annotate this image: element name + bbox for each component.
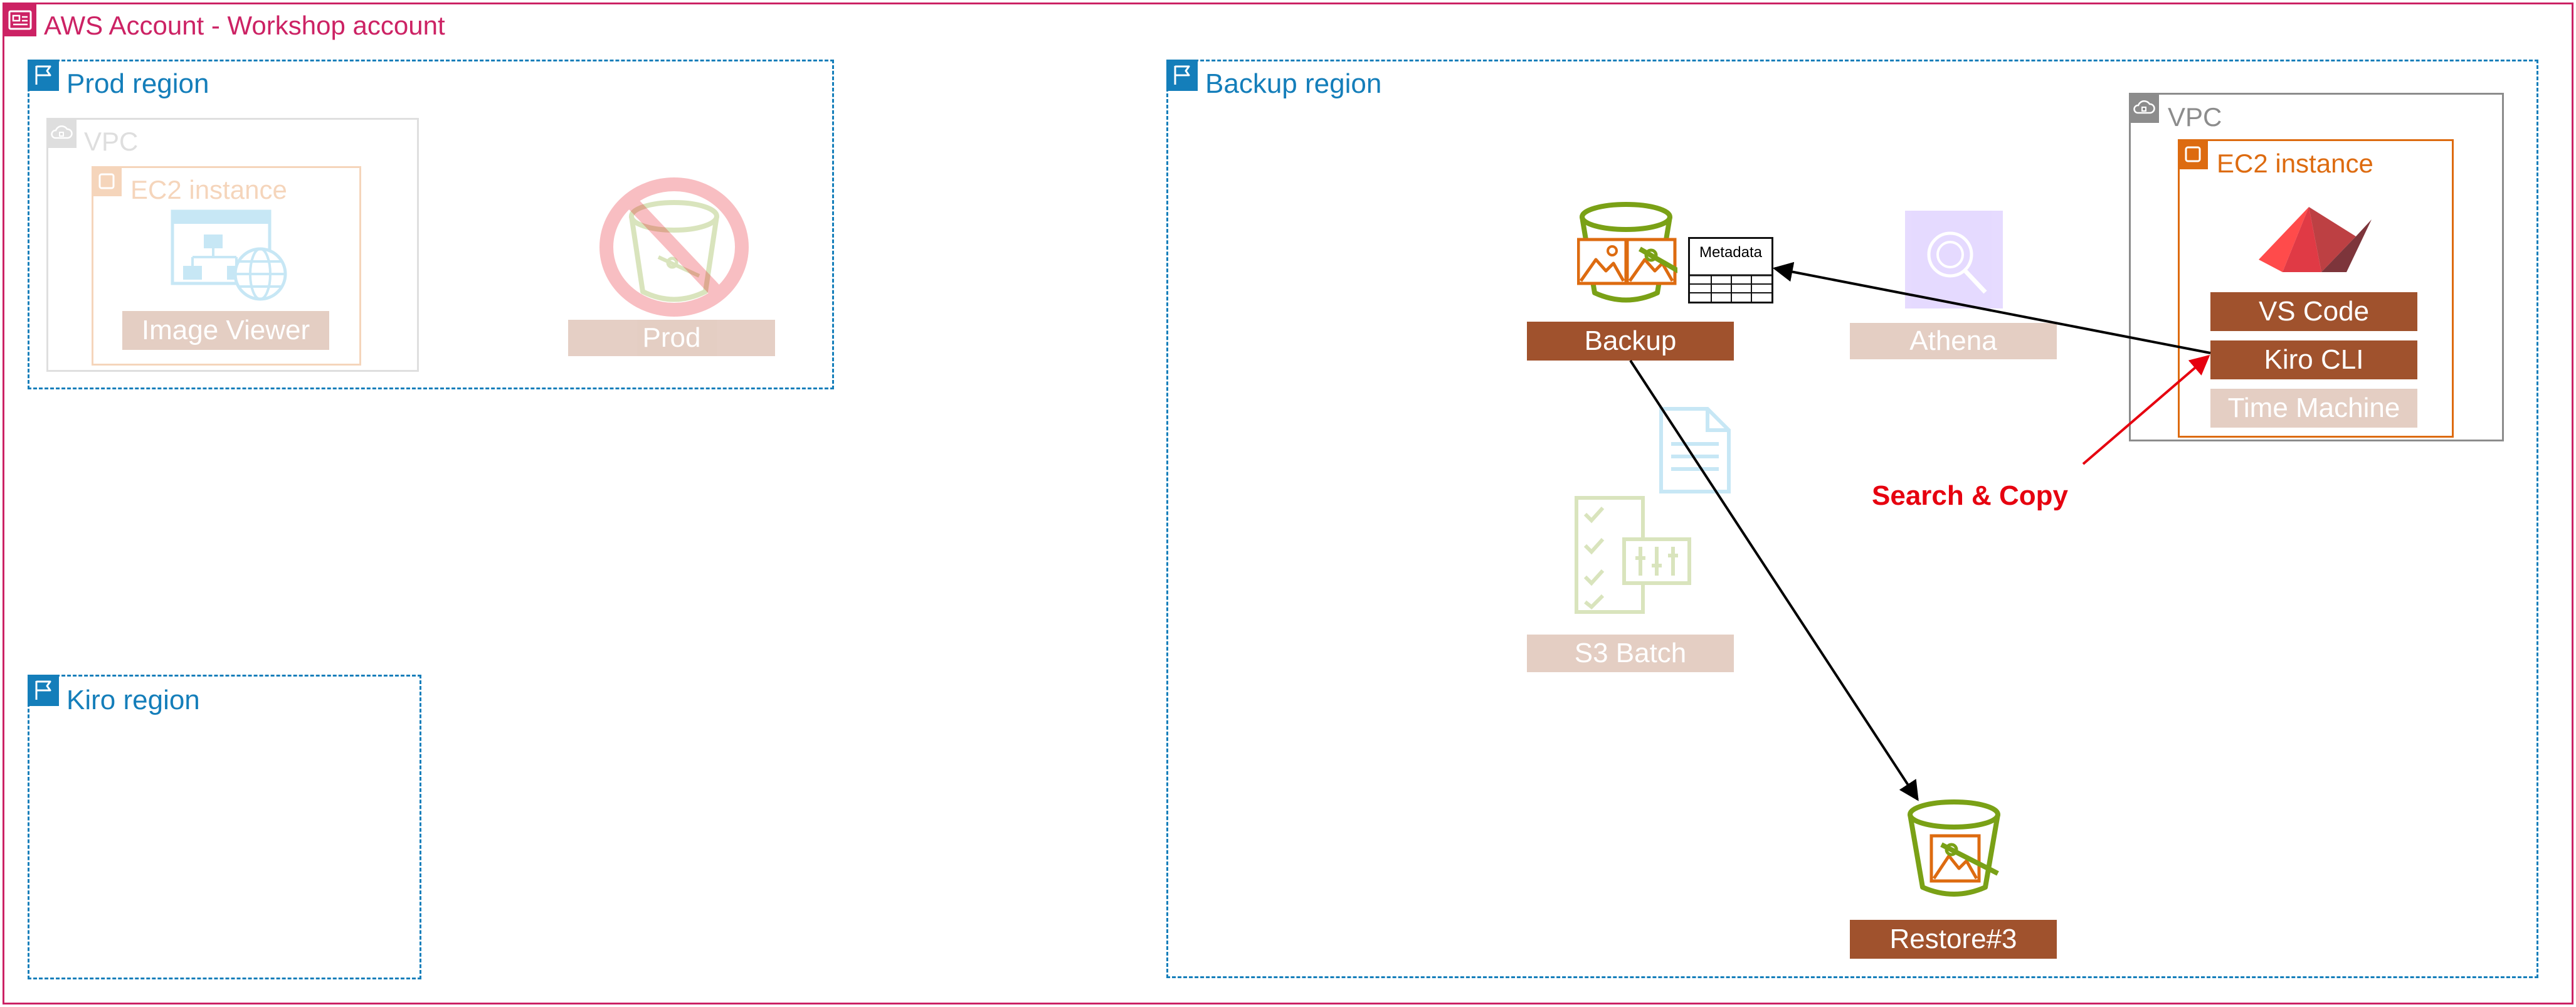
web-application-icon xyxy=(171,209,287,301)
tool-kiro-cli: Kiro CLI xyxy=(2210,340,2417,379)
image-viewer-label: Image Viewer xyxy=(122,311,329,350)
kiro-region-group xyxy=(28,675,421,979)
edge-kiro-cli-to-metadata xyxy=(1772,261,2211,354)
metadata-table-title: Metadata xyxy=(1699,244,1763,261)
document-icon xyxy=(1659,407,1731,493)
search-copy-label: Search & Copy xyxy=(1872,480,2068,511)
tool-vs-code: VS Code xyxy=(2210,292,2417,331)
backup-bucket-label: Backup xyxy=(1527,322,1734,361)
restore-bucket-label: Restore#3 xyxy=(1850,920,2057,959)
metadata-grid xyxy=(1690,274,1771,302)
aws-account-icon xyxy=(4,4,36,36)
tool-time-machine: Time Machine xyxy=(2210,389,2417,428)
backup-region-title: Backup region xyxy=(1205,68,1382,99)
region-flag-icon xyxy=(28,675,59,706)
kiro-logo-icon xyxy=(2259,207,2372,272)
region-flag-icon xyxy=(28,60,59,91)
backup-region-group xyxy=(1166,60,2538,978)
aws-account-title: AWS Account - Workshop account xyxy=(44,11,445,40)
kiro-region-title: Kiro region xyxy=(66,685,200,715)
s3-batch-label: S3 Batch xyxy=(1527,635,1734,672)
s3-bucket-icon xyxy=(1908,799,2000,897)
athena-icon xyxy=(1905,211,2003,308)
prod-ec2-title: EC2 instance xyxy=(130,175,287,204)
prod-vpc-title: VPC xyxy=(84,127,139,156)
region-flag-icon xyxy=(1166,60,1198,91)
metadata-table: Metadata xyxy=(1688,237,1773,303)
prod-ec2-group xyxy=(92,166,361,366)
prod-vpc-group xyxy=(46,118,419,372)
s3-bucket-icon xyxy=(629,200,719,302)
athena-label: Athena xyxy=(1850,323,2057,359)
backup-ec2-group xyxy=(2178,139,2454,438)
ec2-chip-icon xyxy=(92,166,122,196)
edge-backup-to-restore xyxy=(1629,359,1919,801)
backup-ec2-title: EC2 instance xyxy=(2217,149,2373,178)
ec2-chip-icon xyxy=(2178,139,2208,169)
backup-vpc-title: VPC xyxy=(2168,102,2222,132)
no-entry-icon xyxy=(599,177,749,317)
prod-bucket-label: Prod xyxy=(568,320,775,356)
vpc-cloud-icon xyxy=(46,118,77,148)
prod-region-title: Prod region xyxy=(66,68,209,99)
batch-operations-icon xyxy=(1575,496,1691,614)
edge-search-copy xyxy=(2082,354,2210,465)
backup-vpc-group xyxy=(2129,93,2504,441)
prod-region-group xyxy=(28,60,834,389)
s3-bucket-icon xyxy=(1577,202,1677,303)
vpc-cloud-icon xyxy=(2129,93,2159,123)
aws-account-group xyxy=(3,3,2573,1004)
